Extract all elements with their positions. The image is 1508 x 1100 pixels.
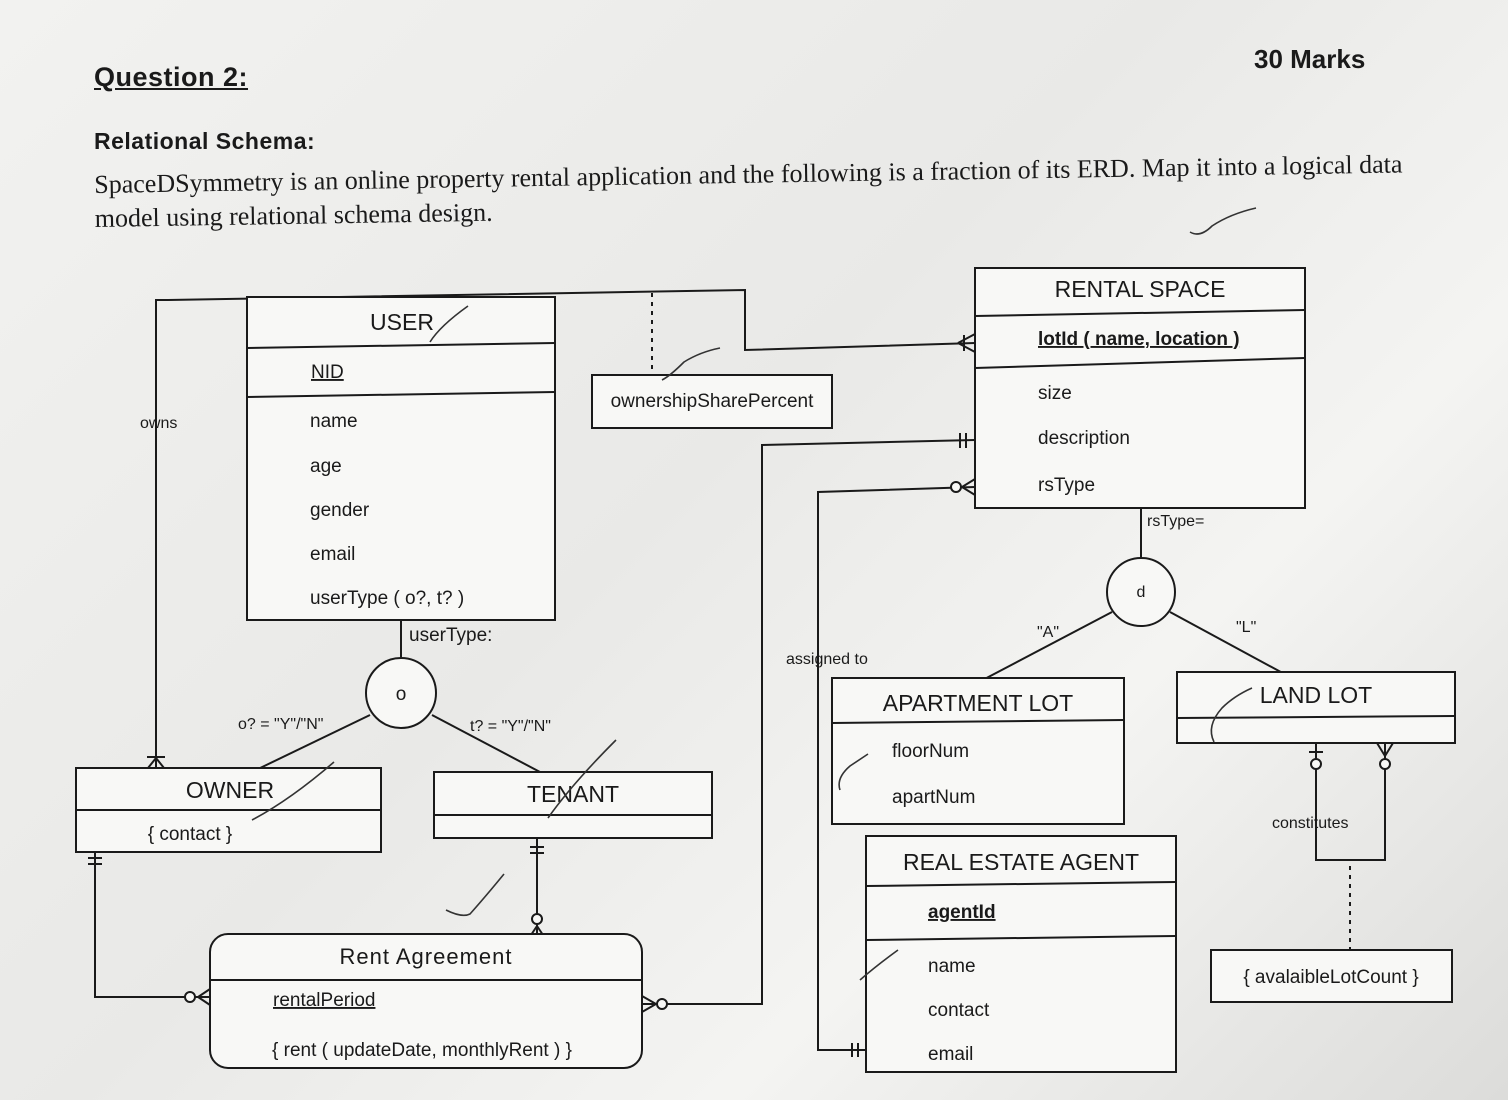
check-mark — [1210, 687, 1253, 743]
landlot-condition-label: "L" — [1236, 619, 1256, 636]
owner-rent-line — [94, 852, 210, 998]
rstype-discriminator-label: rsType= — [1147, 513, 1204, 530]
available-lot-count-attribute: { avalaibleLotCount } — [1210, 949, 1453, 1003]
tenant-entity-name: TENANT — [527, 781, 619, 807]
check-mark — [1189, 207, 1257, 235]
marks-label: 30 Marks — [1254, 44, 1366, 74]
ownership-share-attribute: ownershipSharePercent — [591, 374, 833, 429]
user-attr: name — [310, 411, 358, 432]
apartment-lot-attr: apartNum — [892, 787, 975, 808]
rent-space-optional-circle — [656, 998, 668, 1010]
real-estate-agent-attr: email — [928, 1044, 973, 1065]
tenant-rent-tenant-end — [530, 846, 544, 854]
owner-attr: { contact } — [148, 824, 233, 845]
real-estate-agent-name: REAL ESTATE AGENT — [903, 849, 1139, 875]
owner-entity-name: OWNER — [186, 777, 274, 803]
rent-space-space-end — [959, 433, 967, 448]
user-attr: age — [310, 456, 342, 477]
section-title: Relational Schema: — [94, 128, 316, 154]
ownership-share-label: ownershipSharePercent — [611, 391, 815, 412]
rent-agreement-attr: { rent ( updateDate, monthlyRent ) } — [272, 1040, 572, 1061]
constitutes-line — [1315, 743, 1386, 861]
land-lot-name: LAND LOT — [1260, 682, 1372, 708]
assigned-optional-circle — [950, 481, 962, 493]
land-lot-entity: LAND LOT — [1176, 671, 1456, 744]
check-mark — [429, 305, 469, 343]
check-mark — [661, 347, 721, 381]
question-title: Question 2: — [94, 62, 249, 92]
real-estate-agent-entity: REAL ESTATE AGENT agentId name contact e… — [865, 835, 1177, 1073]
real-estate-agent-attr: name — [928, 956, 976, 977]
rent-agreement-key-attr: rentalPeriod — [273, 990, 375, 1011]
real-estate-agent-key-attr: agentId — [928, 902, 996, 923]
user-attr: email — [310, 544, 355, 565]
owns-relationship-line — [155, 288, 976, 768]
assigned-to-line — [817, 486, 976, 1051]
disjoint-symbol: d — [1137, 584, 1146, 601]
rental-space-attr: description — [1038, 428, 1130, 449]
disjoint-circle — [1106, 557, 1176, 627]
tenant-entity: TENANT — [433, 771, 713, 839]
owns-many-end — [957, 333, 976, 353]
assigned-agent-end — [851, 1043, 859, 1057]
owner-rent-agreement-end — [196, 988, 211, 1006]
rental-space-entity-name: RENTAL SPACE — [1055, 276, 1226, 302]
to-tenant-line — [431, 714, 541, 773]
rental-space-key-attr: lotId ( name, location ) — [1038, 329, 1240, 350]
apartment-lot-attr: floorNum — [892, 741, 969, 762]
check-mark — [445, 873, 505, 917]
rental-space-attr: size — [1038, 383, 1072, 404]
rent-space-line — [642, 439, 976, 1005]
apartment-lot-entity: APARTMENT LOT floorNum apartNum — [831, 677, 1125, 825]
user-attr: userType ( o?, t? ) — [310, 588, 464, 609]
constitutes-many-end — [1376, 742, 1394, 758]
user-key-attr: NID — [311, 362, 344, 383]
apartment-lot-name: APARTMENT LOT — [883, 690, 1073, 716]
overlap-symbol: o — [396, 684, 407, 705]
overlap-circle — [365, 657, 437, 729]
to-owner-line — [255, 714, 371, 771]
check-mark — [547, 739, 617, 819]
user-entity-name: USER — [370, 309, 434, 335]
real-estate-agent-attr: contact — [928, 1000, 990, 1021]
user-entity: USER NID name age gender email userType … — [246, 296, 556, 621]
usertype-discriminator-label: userType: — [409, 625, 492, 646]
owner-rent-owner-end — [88, 857, 102, 865]
check-mark — [859, 949, 899, 981]
to-landlot-line — [1169, 611, 1291, 678]
constitutes-label: constitutes — [1272, 815, 1348, 832]
owns-one-end — [147, 756, 165, 769]
constitutes-circle-one — [1310, 758, 1322, 770]
owns-label: owns — [140, 415, 177, 432]
rent-agreement-entity: Rent Agreement rentalPeriod { rent ( upd… — [209, 933, 643, 1069]
rental-space-entity: RENTAL SPACE lotId ( name, location ) si… — [974, 267, 1306, 509]
assigned-to-label: assigned to — [786, 651, 868, 668]
constitutes-circle-many — [1379, 758, 1391, 770]
rental-space-attr: rsType — [1038, 475, 1095, 496]
user-attr: gender — [310, 500, 370, 521]
tenant-rent-optional-circle — [531, 913, 543, 925]
apartment-condition-label: "A" — [1037, 624, 1059, 641]
owner-entity: OWNER { contact } — [75, 767, 382, 853]
owner-condition-label: o? = "Y"/"N" — [238, 716, 323, 733]
rent-agreement-name: Rent Agreement — [340, 944, 513, 969]
check-mark — [838, 753, 869, 791]
owner-rent-optional-circle — [184, 991, 196, 1003]
check-mark — [251, 761, 335, 821]
tenant-condition-label: t? = "Y"/"N" — [470, 718, 551, 735]
available-lot-count-label: { avalaibleLotCount } — [1243, 967, 1418, 988]
to-apartment-line — [976, 611, 1113, 684]
